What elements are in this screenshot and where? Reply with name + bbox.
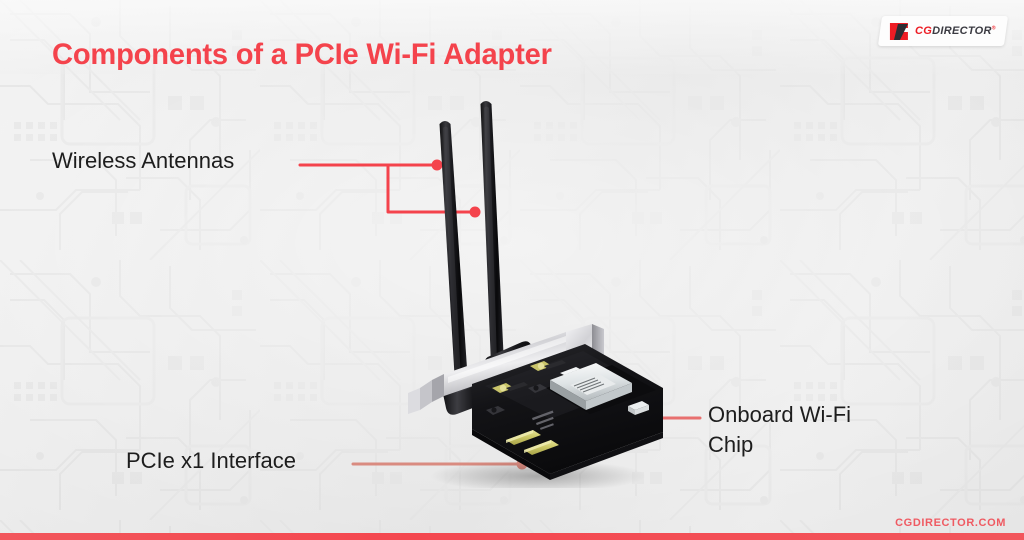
cgdirector-logo-mark	[888, 22, 910, 41]
board-components	[486, 360, 649, 430]
logo-text-director: DIRECTOR	[932, 25, 992, 37]
footer-watermark-url: CGDIRECTOR.COM	[895, 517, 1006, 529]
silkscreen-marking	[532, 410, 554, 430]
m2-wifi-module	[546, 363, 656, 414]
cgdirector-logo[interactable]: CGDIRECTOR®	[877, 16, 1009, 46]
ufl-connector-2	[492, 382, 528, 393]
callout-label-onboard-wifi-chip: Onboard Wi-Fi Chip	[708, 402, 852, 457]
callout-label-wireless-antennas: Wireless Antennas	[52, 148, 235, 173]
antenna-left	[439, 121, 468, 386]
product-shadow	[430, 460, 646, 488]
callout-label-pcie-x1-interface: PCIe x1 Interface	[126, 448, 296, 473]
logo-text-cg: CG	[915, 25, 933, 37]
white-header-connector	[628, 401, 649, 415]
ufl-connector-1	[530, 360, 566, 371]
page-title: Components of a PCIe Wi-Fi Adapter	[52, 38, 552, 72]
footer-accent-bar	[0, 533, 1024, 540]
antenna-right	[480, 101, 504, 367]
header-band	[0, 0, 1024, 74]
pcie-wifi-adapter-photo	[380, 88, 680, 488]
screw-post-1	[528, 384, 547, 393]
cgdirector-logo-text: CGDIRECTOR®	[915, 25, 996, 37]
registered-mark-icon: ®	[991, 25, 996, 32]
screw-post-2	[486, 406, 505, 415]
gold-pcie-fingers	[506, 430, 559, 455]
